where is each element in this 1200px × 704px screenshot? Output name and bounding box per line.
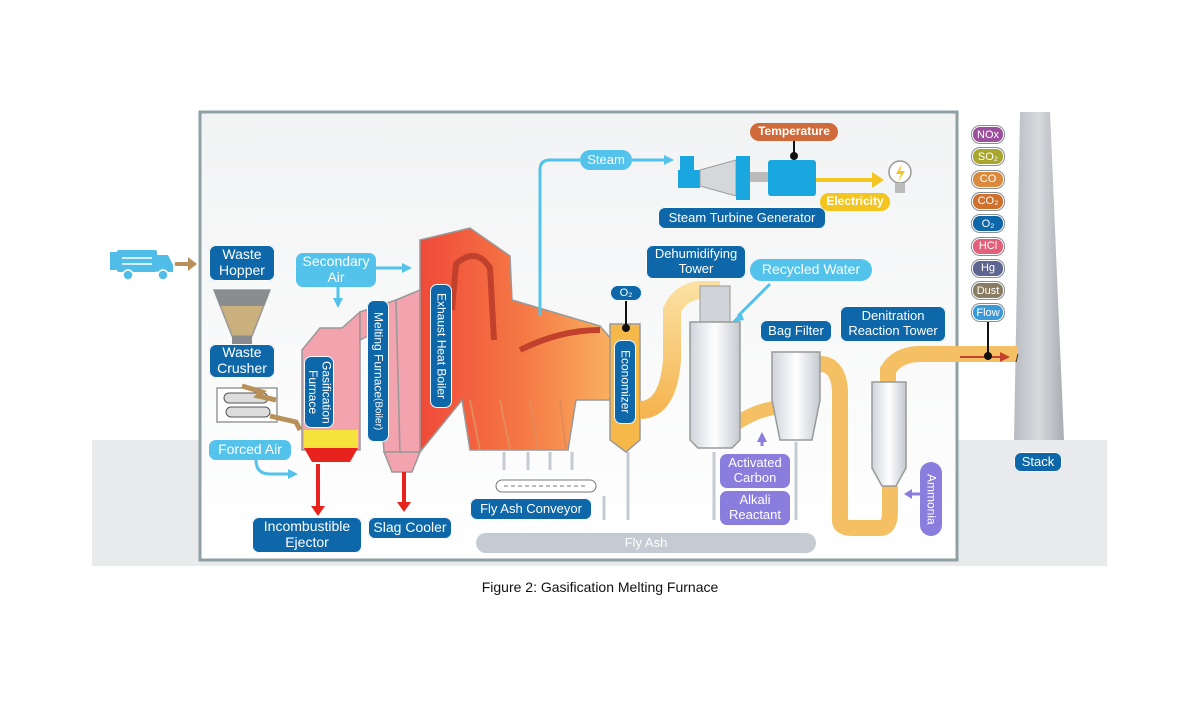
waste-hopper-vessel bbox=[212, 289, 272, 346]
fly-ash-drop-lines bbox=[502, 442, 798, 520]
label-recycled-water: Recycled Water bbox=[750, 259, 872, 281]
label-stack: Stack bbox=[1014, 452, 1062, 472]
monitor-4: O₂ bbox=[972, 215, 1004, 233]
recycled-water-line bbox=[736, 282, 772, 318]
forced-air-arrowhead bbox=[288, 469, 298, 479]
label-activated-carbon: Activated Carbon bbox=[720, 454, 790, 488]
label-economizer: Economizer bbox=[614, 340, 636, 424]
denitration-tower-vessel bbox=[871, 381, 907, 487]
label-melting-furnace-main: Melting Furnace bbox=[371, 311, 386, 398]
label-fly-ash-conveyor: Fly Ash Conveyor bbox=[470, 498, 592, 520]
label-alkali-reactant: Alkali Reactant bbox=[720, 491, 790, 525]
recycled-water-arrowhead bbox=[732, 312, 744, 322]
fly-ash-conveyor-belt bbox=[495, 479, 597, 493]
label-bag-filter: Bag Filter bbox=[760, 320, 832, 342]
o2-probe-dot bbox=[622, 324, 630, 332]
label-steam-turbine-generator: Steam Turbine Generator bbox=[658, 207, 826, 229]
label-denitration-reaction-tower: Denitration Reaction Tower bbox=[840, 306, 946, 342]
flow-probe-dot bbox=[984, 352, 992, 360]
label-dehumidifying-tower: Dehumidifying Tower bbox=[646, 245, 746, 279]
label-waste-hopper: Waste Hopper bbox=[209, 245, 275, 281]
duct-to-dehumidifier bbox=[639, 281, 720, 419]
bag-filter-vessel bbox=[771, 351, 821, 441]
figure-caption: Figure 2: Gasification Melting Furnace bbox=[481, 579, 719, 595]
label-gasification-furnace: Gasification Furnace bbox=[304, 356, 334, 428]
monitor-2: CO bbox=[972, 170, 1004, 188]
monitor-1: SO₂ bbox=[972, 148, 1004, 166]
label-exhaust-heat-boiler: Exhaust Heat Boiler bbox=[430, 284, 452, 408]
duct-to-denitration bbox=[819, 356, 898, 536]
label-melting-furnace: Melting Furnace(Boiler) bbox=[367, 300, 389, 442]
label-incombustible-ejector: Incombustible Ejector bbox=[252, 517, 362, 553]
label-waste-crusher: Waste Crusher bbox=[209, 344, 275, 378]
monitor-8: Flow bbox=[972, 304, 1004, 322]
ammonia-arrowhead bbox=[904, 489, 912, 499]
label-secondary-air: Secondary Air bbox=[296, 253, 376, 287]
secondary-air-arrowhead bbox=[402, 263, 412, 273]
label-temperature: Temperature bbox=[750, 123, 838, 141]
label-o2-marker: O₂ bbox=[610, 285, 642, 301]
stack-chimney bbox=[1014, 112, 1064, 440]
steam-line bbox=[538, 158, 580, 316]
steam-arrowhead bbox=[664, 155, 674, 165]
monitor-7: Dust bbox=[972, 282, 1004, 300]
label-ammonia: Ammonia bbox=[920, 462, 942, 536]
electricity-arrow bbox=[816, 172, 884, 188]
steam-turbine-generator-machine bbox=[678, 156, 816, 200]
slag-arrowhead bbox=[397, 502, 411, 512]
secondary-air-down-arrowhead bbox=[333, 298, 343, 308]
waste-crusher-machine bbox=[216, 383, 303, 432]
garbage-truck-icon bbox=[110, 250, 173, 281]
feed-arrow bbox=[175, 257, 197, 271]
label-melting-furnace-sub: (Boiler) bbox=[372, 397, 384, 431]
monitor-5: HCl bbox=[972, 237, 1004, 255]
monitor-0: NOx bbox=[972, 126, 1004, 143]
temperature-probe-dot bbox=[790, 152, 798, 160]
forced-air-line bbox=[254, 459, 290, 476]
label-electricity: Electricity bbox=[820, 193, 890, 211]
label-forced-air: Forced Air bbox=[209, 440, 291, 460]
activated-carbon-arrowhead bbox=[757, 432, 767, 442]
label-slag-cooler: Slag Cooler bbox=[368, 517, 452, 539]
duct-to-stack bbox=[880, 346, 1018, 382]
light-bulb-icon bbox=[888, 160, 912, 193]
incombustible-arrowhead bbox=[311, 506, 325, 516]
label-steam: Steam bbox=[580, 150, 632, 170]
label-fly-ash: Fly Ash bbox=[476, 533, 816, 553]
monitor-6: Hg bbox=[972, 259, 1004, 277]
dehumidifying-tower-vessel bbox=[689, 285, 741, 449]
monitor-3: CO₂ bbox=[972, 192, 1004, 210]
